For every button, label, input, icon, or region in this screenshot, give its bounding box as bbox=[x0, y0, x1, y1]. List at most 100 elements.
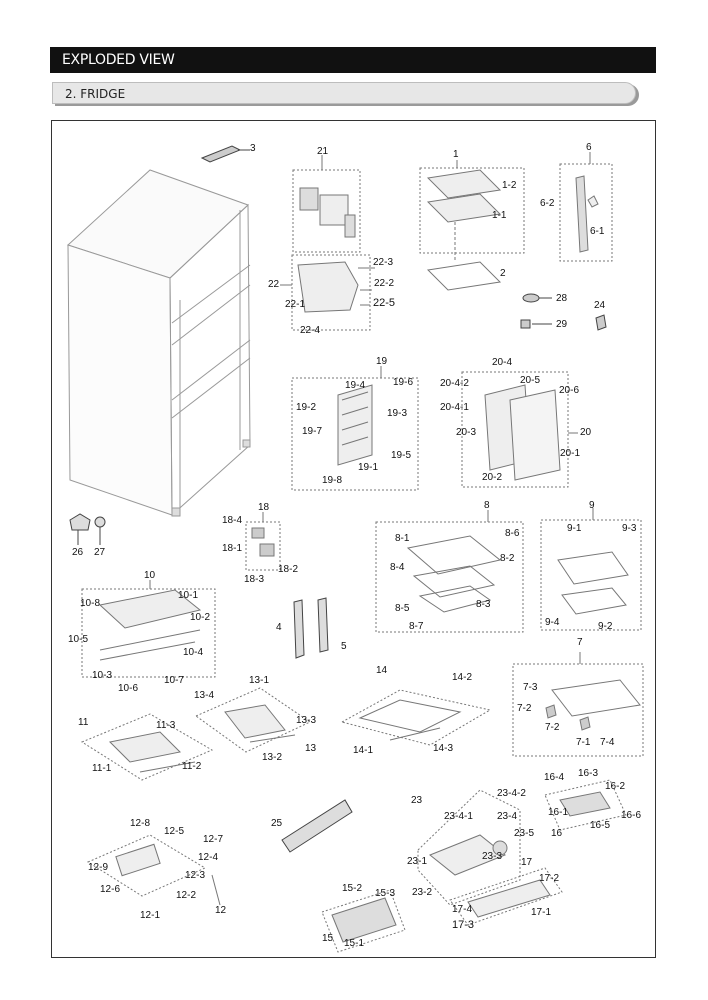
label-7-3: 7-3 bbox=[523, 682, 538, 693]
label-23-3: 23-3 bbox=[482, 851, 503, 862]
part-11-group bbox=[80, 713, 214, 781]
label-10-1: 10-1 bbox=[178, 590, 199, 601]
label-14-2: 14-2 bbox=[452, 672, 473, 683]
label-7: 7 bbox=[577, 637, 583, 648]
label-26: 26 bbox=[72, 547, 84, 558]
label-5: 5 bbox=[341, 641, 347, 652]
label-1: 1 bbox=[453, 149, 459, 160]
label-4: 4 bbox=[276, 622, 282, 633]
label-10-4: 10-4 bbox=[183, 647, 204, 658]
label-15-1: 15-1 bbox=[344, 938, 365, 949]
label-7-2b: 7-2 bbox=[545, 722, 560, 733]
small-parts-28-29-24 bbox=[520, 293, 607, 331]
part-17-group bbox=[449, 867, 563, 926]
label-20-4: 20-4 bbox=[492, 357, 513, 368]
label-19-1: 19-1 bbox=[358, 462, 379, 473]
label-12-8: 12-8 bbox=[130, 818, 151, 829]
label-16-1: 16-1 bbox=[548, 807, 569, 818]
label-20-4-2: 20-4-2 bbox=[440, 378, 469, 389]
label-7-1: 7-1 bbox=[576, 737, 591, 748]
label-23-4-1: 23-4-1 bbox=[444, 811, 473, 822]
label-6-2: 6-2 bbox=[540, 198, 555, 209]
label-20-4-1: 20-4-1 bbox=[440, 402, 469, 413]
label-12-2: 12-2 bbox=[176, 890, 197, 901]
parts-4-5-rails bbox=[293, 597, 329, 659]
label-19-5: 19-5 bbox=[391, 450, 412, 461]
label-1-2: 1-2 bbox=[502, 180, 517, 191]
label-16-4: 16-4 bbox=[544, 772, 565, 783]
part-23-group bbox=[417, 789, 521, 906]
label-18: 18 bbox=[258, 502, 270, 513]
label-12-7: 12-7 bbox=[203, 834, 224, 845]
section-title: 2. FRIDGE bbox=[65, 87, 126, 101]
label-17-4: 17-4 bbox=[452, 904, 473, 915]
label-12-4: 12-4 bbox=[198, 852, 219, 863]
label-12-5: 12-5 bbox=[164, 826, 185, 837]
label-18-3: 18-3 bbox=[244, 574, 265, 585]
label-22: 22 bbox=[268, 279, 280, 290]
label-23: 23 bbox=[411, 795, 423, 806]
part-15-group bbox=[321, 889, 406, 953]
label-8-3: 8-3 bbox=[476, 599, 491, 610]
label-20: 20 bbox=[580, 427, 592, 438]
label-7-2a: 7-2 bbox=[517, 703, 532, 714]
label-23-4-2: 23-4-2 bbox=[497, 788, 526, 799]
part-10-group bbox=[81, 580, 216, 678]
part-9-group bbox=[540, 508, 642, 631]
label-28: 28 bbox=[556, 293, 568, 304]
label-11-1: 11-1 bbox=[92, 763, 112, 774]
label-22-2: 22-2 bbox=[374, 278, 395, 289]
label-23-2: 23-2 bbox=[412, 887, 433, 898]
label-13: 13 bbox=[305, 743, 317, 754]
label-1-1: 1-1 bbox=[492, 210, 507, 221]
label-19-8: 19-8 bbox=[322, 475, 343, 486]
label-10: 10 bbox=[144, 570, 156, 581]
label-8-4: 8-4 bbox=[390, 562, 405, 573]
label-20-5: 20-5 bbox=[520, 375, 541, 386]
label-8-7: 8-7 bbox=[409, 621, 424, 632]
label-9-2: 9-2 bbox=[598, 621, 613, 632]
label-22-5: 22-5 bbox=[373, 297, 396, 309]
label-10-7: 10-7 bbox=[164, 675, 185, 686]
label-22-3: 22-3 bbox=[373, 257, 394, 268]
label-23-1: 23-1 bbox=[407, 856, 428, 867]
diagram-frame bbox=[51, 120, 656, 958]
label-12-1: 12-1 bbox=[140, 910, 161, 921]
part-19-group bbox=[291, 366, 419, 491]
part-3-hinge-cover bbox=[200, 145, 250, 163]
label-23-4: 23-4 bbox=[497, 811, 518, 822]
label-8-1: 8-1 bbox=[395, 533, 410, 544]
label-12-9: 12-9 bbox=[88, 862, 109, 873]
label-6-1: 6-1 bbox=[590, 226, 605, 237]
label-9-3: 9-3 bbox=[622, 523, 637, 534]
label-25: 25 bbox=[271, 818, 283, 829]
label-20-3: 20-3 bbox=[456, 427, 477, 438]
part-13-group bbox=[194, 687, 312, 753]
label-14-1: 14-1 bbox=[353, 745, 374, 756]
label-16-2: 16-2 bbox=[605, 781, 626, 792]
label-22-1: 22-1 bbox=[285, 299, 306, 310]
label-29: 29 bbox=[556, 319, 568, 330]
part-25-duct bbox=[281, 799, 353, 853]
label-16-3: 16-3 bbox=[578, 768, 599, 779]
label-20-6: 20-6 bbox=[559, 385, 580, 396]
label-16-6: 16-6 bbox=[621, 810, 642, 821]
label-11: 11 bbox=[78, 717, 89, 728]
label-20-1: 20-1 bbox=[560, 448, 581, 459]
label-18-1: 18-1 bbox=[222, 543, 243, 554]
part-7-group bbox=[512, 652, 644, 757]
label-19-7: 19-7 bbox=[302, 426, 323, 437]
label-10-3: 10-3 bbox=[92, 670, 113, 681]
label-9: 9 bbox=[589, 500, 595, 511]
label-11-3: 11-3 bbox=[156, 720, 176, 731]
label-12: 12 bbox=[215, 905, 227, 916]
header-title: EXPLODED VIEW bbox=[62, 52, 175, 68]
part-14-group bbox=[340, 689, 492, 746]
label-22-4: 22-4 bbox=[300, 325, 321, 336]
part-20-group bbox=[461, 371, 578, 488]
label-13-3: 13-3 bbox=[296, 715, 317, 726]
label-24: 24 bbox=[594, 300, 606, 311]
parts-26-27 bbox=[69, 513, 106, 545]
part-16-group bbox=[544, 779, 627, 831]
label-10-6: 10-6 bbox=[118, 683, 139, 694]
